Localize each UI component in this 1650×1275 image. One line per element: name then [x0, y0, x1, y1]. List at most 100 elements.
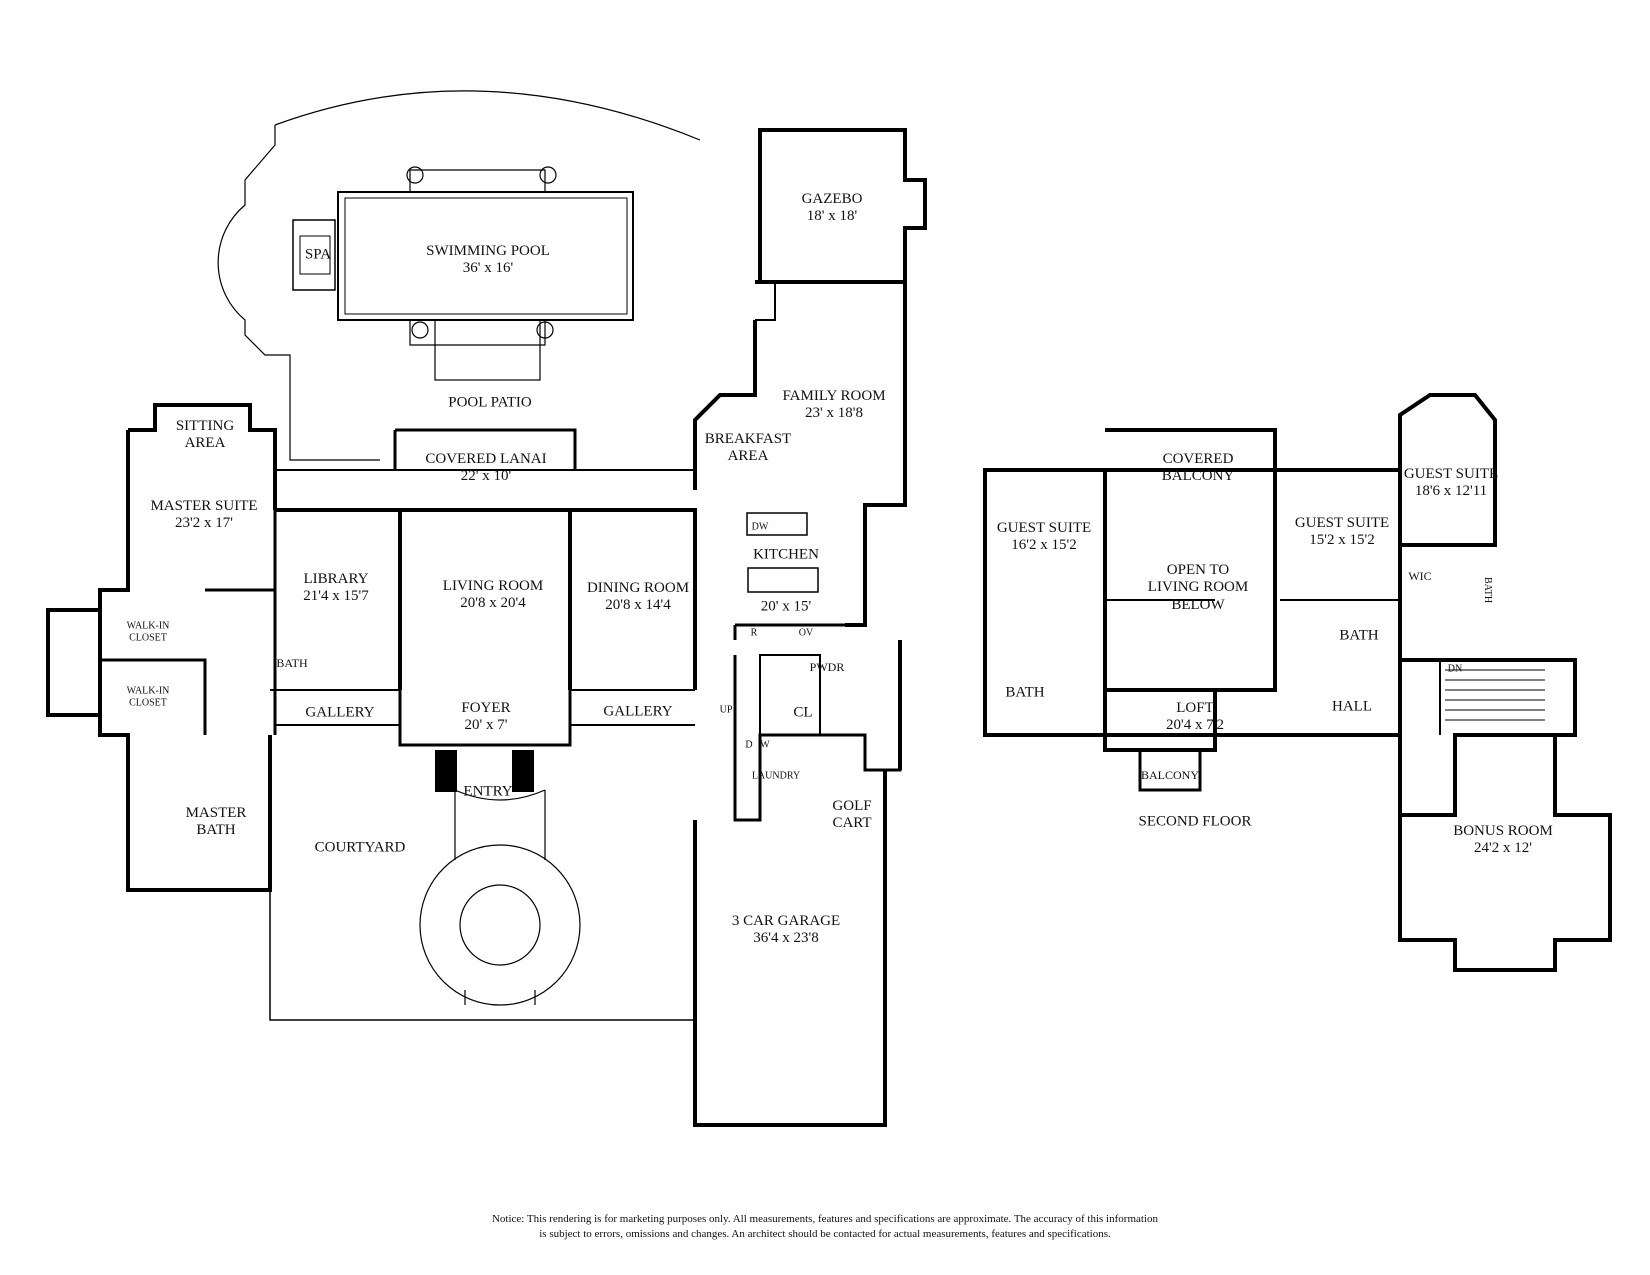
guest-suite-left-dim: 16'2 x 15'2 [1011, 537, 1077, 553]
dining-room-dim: 20'8 x 14'4 [605, 597, 671, 613]
sitting-line2: AREA [184, 435, 226, 451]
wic2-line1: WALK-IN [126, 685, 170, 697]
bath-small-label: BATH [1481, 576, 1493, 604]
bath-left-label: BATH [1005, 684, 1045, 701]
kitchen-name: KITCHEN [753, 546, 819, 563]
master-bath-label: MASTER BATH [186, 805, 247, 840]
guest-suite-mid-label: GUEST SUITE 15'2 x 15'2 [1295, 515, 1389, 550]
breakfast-area-label: BREAKFAST AREA [705, 431, 791, 466]
wic1-line1: WALK-IN [126, 620, 170, 632]
kitchen-dim-label: 20' x 15' [760, 598, 812, 615]
w-label: W [760, 739, 770, 751]
master-suite-label: MASTER SUITE 23'2 x 17' [150, 498, 257, 533]
guest-suite-left-label: GUEST SUITE 16'2 x 15'2 [997, 520, 1091, 555]
family-room-name: FAMILY ROOM [782, 387, 886, 404]
ov-label: OV [798, 627, 814, 639]
swimming-pool-name: SWIMMING POOL [426, 242, 550, 259]
gallery-left-label: GALLERY [305, 704, 375, 721]
breakfast-line1: BREAKFAST [704, 430, 792, 447]
cl-label: CL [793, 704, 813, 721]
pool-patio-outline [217, 90, 701, 461]
gallery-right-label: GALLERY [603, 703, 673, 720]
sitting-area-label: SITTING AREA [176, 418, 234, 453]
loft-dim: 20'4 x 7'2 [1166, 717, 1224, 733]
living-room-name: LIVING ROOM [442, 577, 544, 594]
balcony-label: BALCONY [1140, 768, 1200, 783]
guest-suite-right-label: GUEST SUITE 18'6 x 12'11 [1404, 466, 1498, 501]
gazebo-name: GAZEBO [801, 190, 863, 207]
foyer-name: FOYER [461, 699, 511, 716]
hall-label: HALL [1332, 698, 1372, 715]
family-room-label: FAMILY ROOM 23' x 18'8 [782, 388, 885, 423]
walk-in-closet-1-label: WALK-IN CLOSET [127, 621, 170, 644]
open-line1: OPEN TO [1166, 562, 1230, 579]
golf-line1: GOLF [832, 797, 872, 814]
foyer-dim: 20' x 7' [464, 717, 508, 733]
spa-outline [292, 219, 336, 291]
living-room-label: LIVING ROOM 20'8 x 20'4 [443, 578, 543, 613]
master-suite-dim: 23'2 x 17' [175, 515, 233, 531]
breakfast-line2: AREA [727, 448, 769, 464]
guest-suite-mid-name: GUEST SUITE [1294, 514, 1390, 531]
bonus-room-dim: 24'2 x 12' [1474, 840, 1532, 856]
courtyard-outline [269, 735, 695, 1021]
loft-name: LOFT [1176, 699, 1214, 716]
master-bath-line2: BATH [196, 822, 236, 838]
bonus-room-label: BONUS ROOM 24'2 x 12' [1453, 823, 1553, 858]
garage-dim: 36'4 x 23'8 [753, 930, 819, 946]
living-room-dim: 20'8 x 20'4 [460, 595, 526, 611]
library-label: LIBRARY 21'4 x 15'7 [303, 571, 368, 606]
covered-lanai-label: COVERED LANAI 22' x 10' [425, 451, 546, 486]
sitting-line1: SITTING [175, 417, 235, 434]
open-line2: LIVING ROOM [1147, 579, 1249, 596]
kitchen-label: KITCHEN [753, 546, 819, 563]
covered-balcony-label: COVERED BALCONY [1162, 451, 1235, 486]
gazebo-label: GAZEBO 18' x 18' [802, 191, 863, 226]
family-room-dim: 23' x 18'8 [805, 405, 863, 421]
covered-balcony-line1: COVERED [1162, 450, 1234, 467]
golf-cart-label: GOLF CART [832, 798, 871, 833]
dw-label: DW [751, 521, 769, 533]
up-label: UP [719, 704, 733, 716]
covered-lanai-dim: 22' x 10' [460, 468, 512, 484]
open-to-living-label: OPEN TO LIVING ROOM BELOW [1148, 562, 1248, 614]
laundry-label: LAUNDRY [751, 770, 801, 782]
swimming-pool-dim: 36' x 16' [462, 260, 514, 276]
d-label: D [745, 739, 753, 751]
pwdr-label: PWDR [809, 660, 845, 675]
bonus-room-name: BONUS ROOM [1453, 822, 1553, 839]
dn-label: DN [1447, 663, 1463, 675]
garage-name: 3 CAR GARAGE [731, 912, 841, 929]
covered-lanai-name: COVERED LANAI [425, 450, 547, 467]
walk-in-closet-2-label: WALK-IN CLOSET [127, 686, 170, 709]
courtyard-label: COURTYARD [314, 839, 406, 856]
r-label: R [750, 627, 758, 639]
master-suite-name: MASTER SUITE [150, 497, 258, 514]
guest-suite-right-name: GUEST SUITE [1403, 465, 1499, 482]
guest-suite-right-dim: 18'6 x 12'11 [1414, 483, 1488, 499]
guest-suite-left-name: GUEST SUITE [996, 519, 1092, 536]
bath-label: BATH [276, 656, 308, 671]
disclaimer-notice: Notice: This rendering is for marketing … [0, 1212, 1650, 1242]
notice-line2: is subject to errors, omissions and chan… [539, 1228, 1111, 1240]
swimming-pool-label: SWIMMING POOL 36' x 16' [426, 243, 550, 278]
loft-label: LOFT 20'4 x 7'2 [1166, 700, 1224, 735]
spa-label: SPA [304, 246, 332, 263]
covered-balcony-line2: BALCONY [1161, 468, 1235, 484]
pool-patio-label: POOL PATIO [448, 394, 532, 411]
open-line3: BELOW [1171, 596, 1225, 613]
dining-room-label: DINING ROOM 20'8 x 14'4 [587, 580, 689, 615]
second-floor-walls [983, 468, 1107, 737]
garage-label: 3 CAR GARAGE 36'4 x 23'8 [732, 913, 840, 948]
library-name: LIBRARY [303, 570, 369, 587]
master-bath-line1: MASTER [185, 804, 247, 821]
library-dim: 21'4 x 15'7 [303, 588, 369, 604]
main-house-walls [98, 430, 272, 892]
gazebo-dim: 18' x 18' [806, 208, 858, 224]
entry-label: ENTRY [463, 783, 513, 800]
garage-walls [693, 770, 887, 1127]
wic1-line2: CLOSET [129, 632, 167, 643]
second-floor-title: SECOND FLOOR [1138, 813, 1252, 830]
bath-mid-label: BATH [1339, 627, 1379, 644]
